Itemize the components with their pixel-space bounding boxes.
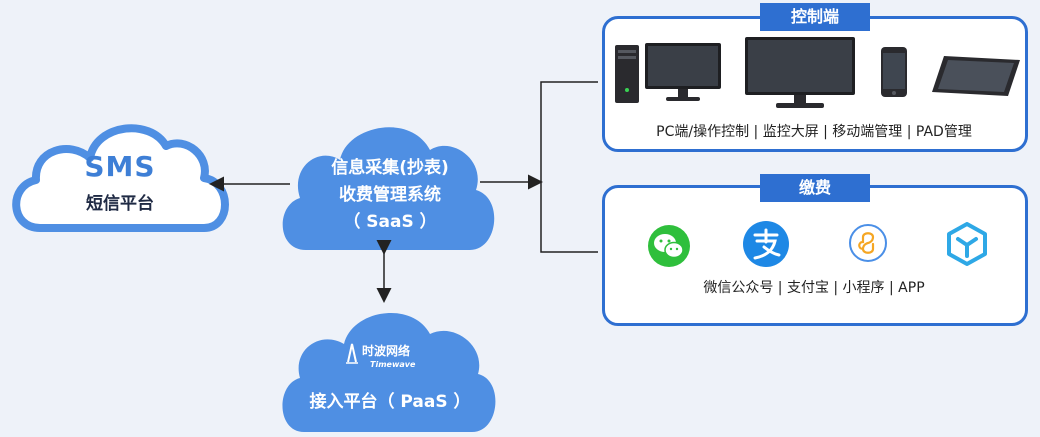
tablet-icon xyxy=(932,56,1020,96)
saas-line-1: 信息采集(抄表) xyxy=(331,158,449,178)
saas-line-3: （ SaaS ） xyxy=(343,212,437,232)
paas-label: 接入平台（ PaaS ） xyxy=(309,392,471,412)
app-icon xyxy=(947,222,987,266)
pc-tower-icon xyxy=(615,45,639,103)
sms-title: SMS xyxy=(84,150,156,183)
saas-line-2: 收费管理系统 xyxy=(339,185,441,205)
wechat-icon xyxy=(648,225,690,267)
paas-cloud xyxy=(282,312,496,432)
control-panel-tag: 控制端 xyxy=(760,3,870,31)
control-panel-caption: PC端/操作控制 | 监控大屏 | 移动端管理 | PAD管理 xyxy=(656,124,972,140)
sms-subtitle: 短信平台 xyxy=(86,194,154,214)
alipay-icon xyxy=(743,221,789,267)
brand-name: 时波网络 xyxy=(362,344,411,358)
payment-panel xyxy=(602,185,1028,326)
payment-panel-caption: 微信公众号 | 支付宝 | 小程序 | APP xyxy=(703,280,925,296)
mobile-phone-icon xyxy=(881,47,907,97)
timewave-logo-icon xyxy=(346,343,358,364)
monitor-icon xyxy=(645,43,721,101)
brand-english-name: Timewave xyxy=(370,360,416,369)
saas-cloud xyxy=(282,127,495,250)
panel-bracket xyxy=(540,81,598,253)
payment-panel-tag: 缴费 xyxy=(760,174,870,202)
mini-program-icon xyxy=(849,224,887,262)
large-screen-icon xyxy=(745,37,855,108)
